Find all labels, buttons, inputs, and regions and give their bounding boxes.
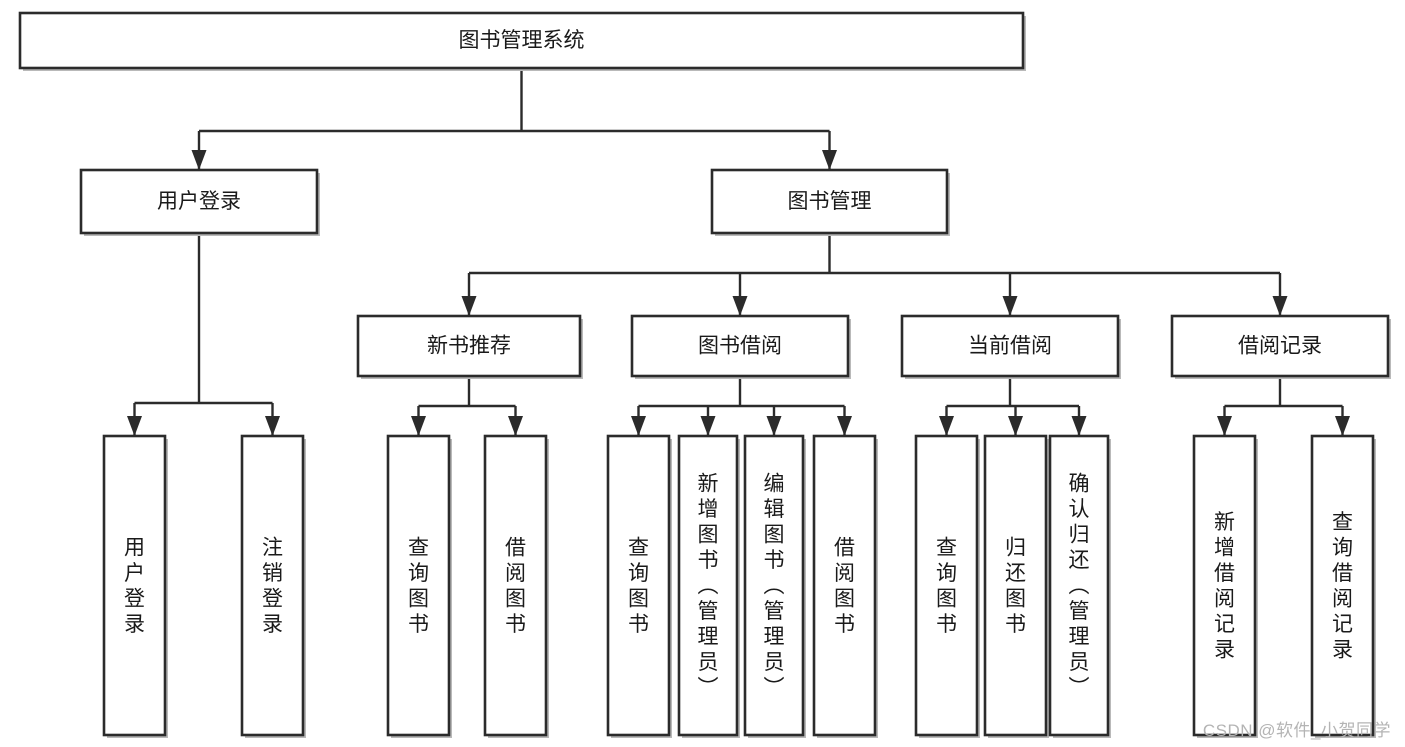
connector-userlogin-to-leaves <box>127 233 280 436</box>
node-box[interactable] <box>1170 314 1390 378</box>
arrow-head-icon <box>411 416 426 436</box>
node-label: 归还图书 <box>1005 536 1026 636</box>
connector-records-to-leaves <box>1217 376 1350 436</box>
node-leaf-confirm-return[interactable]: 确认归还︵管理员︶ <box>1048 434 1111 738</box>
arrow-head-icon <box>461 296 477 316</box>
node-label: 查询借阅记录 <box>1332 511 1353 662</box>
node-layer: 图书管理系统用户登录图书管理新书推荐图书借阅当前借阅借阅记录用户登录注销登录查询… <box>18 11 1391 738</box>
node-leaf-add-borrow-record[interactable]: 新增借阅记录 <box>1192 434 1258 738</box>
node-box[interactable] <box>356 314 582 378</box>
node-box[interactable] <box>18 11 1025 70</box>
node-box[interactable] <box>983 434 1048 737</box>
node-box[interactable] <box>79 168 319 235</box>
node-label: 借阅图书 <box>505 536 526 636</box>
node-label: 图书管理 <box>788 190 872 213</box>
node-label: 编辑图书︵管理员︶ <box>764 473 785 700</box>
node-box[interactable] <box>900 314 1120 378</box>
arrow-head-icon <box>766 416 782 436</box>
node-box[interactable] <box>914 434 979 737</box>
node-label: 查询图书 <box>628 536 649 636</box>
node-box[interactable] <box>677 434 739 737</box>
node-leaf-borrow-book[interactable]: 借阅图书 <box>812 434 878 738</box>
node-book-borrow[interactable]: 图书借阅 <box>630 314 851 379</box>
connector-current-to-leaves <box>939 376 1087 436</box>
node-label: 查询图书 <box>408 536 429 636</box>
connector-layer <box>127 68 1350 436</box>
arrow-head-icon <box>1071 416 1087 436</box>
node-label: 查询图书 <box>936 536 957 636</box>
node-box[interactable] <box>1310 434 1375 737</box>
arrow-head-icon <box>1008 416 1023 436</box>
arrow-head-icon <box>1217 416 1232 436</box>
node-label: 图书管理系统 <box>459 29 585 52</box>
node-label: 图书借阅 <box>698 335 782 358</box>
node-book-manage[interactable]: 图书管理 <box>710 168 950 236</box>
arrow-head-icon <box>1272 296 1288 316</box>
node-leaf-user-logout[interactable]: 注销登录 <box>240 434 306 738</box>
node-label: 当前借阅 <box>968 335 1052 358</box>
arrow-head-icon <box>631 416 646 436</box>
node-label: 用户登录 <box>157 190 241 213</box>
arrow-head-icon <box>837 416 852 436</box>
node-box[interactable] <box>812 434 877 737</box>
arrow-head-icon <box>508 416 523 436</box>
arrow-head-icon <box>732 296 748 316</box>
node-new-book-recommend[interactable]: 新书推荐 <box>356 314 583 379</box>
node-label: 新书推荐 <box>427 335 511 358</box>
node-box[interactable] <box>606 434 671 737</box>
arrow-head-icon <box>822 150 837 170</box>
connector-bookmanage-to-level2 <box>461 233 1288 316</box>
arrow-head-icon <box>265 416 280 436</box>
node-leaf-edit-book[interactable]: 编辑图书︵管理员︶ <box>743 434 806 738</box>
node-user-login[interactable]: 用户登录 <box>79 168 320 236</box>
node-label: 注销登录 <box>262 536 283 636</box>
node-leaf-return-book[interactable]: 归还图书 <box>983 434 1049 738</box>
node-label: 确认归还︵管理员︶ <box>1069 473 1090 700</box>
arrow-head-icon <box>939 416 954 436</box>
node-borrow-records[interactable]: 借阅记录 <box>1170 314 1391 379</box>
node-box[interactable] <box>1192 434 1257 737</box>
node-box[interactable] <box>1048 434 1110 737</box>
node-leaf-query-borrow-record[interactable]: 查询借阅记录 <box>1310 434 1376 738</box>
connector-borrow-to-leaves <box>631 376 852 436</box>
arrow-head-icon <box>191 150 207 170</box>
arrow-head-icon <box>127 416 142 436</box>
node-root[interactable]: 图书管理系统 <box>18 11 1026 71</box>
node-label: 用户登录 <box>124 536 145 636</box>
node-leaf-add-book[interactable]: 新增图书︵管理员︶ <box>677 434 740 738</box>
connector-recommend-to-leaves <box>411 376 523 436</box>
node-box[interactable] <box>743 434 805 737</box>
arrow-head-icon <box>1002 296 1018 316</box>
arrow-head-icon <box>1335 416 1350 436</box>
node-box[interactable] <box>240 434 305 737</box>
node-leaf-query-book-recommend[interactable]: 查询图书 <box>386 434 452 738</box>
node-label: 借阅图书 <box>834 536 855 636</box>
node-box[interactable] <box>386 434 451 737</box>
node-current-borrow[interactable]: 当前借阅 <box>900 314 1121 379</box>
connector-root-to-level1 <box>191 68 837 170</box>
node-box[interactable] <box>630 314 850 378</box>
node-leaf-query-book-current[interactable]: 查询图书 <box>914 434 980 738</box>
node-leaf-query-book-borrow[interactable]: 查询图书 <box>606 434 672 738</box>
node-label: 新增借阅记录 <box>1214 511 1235 662</box>
node-leaf-borrow-book-recommend[interactable]: 借阅图书 <box>483 434 549 738</box>
node-box[interactable] <box>710 168 949 235</box>
node-label: 新增图书︵管理员︶ <box>698 473 719 700</box>
node-leaf-user-login[interactable]: 用户登录 <box>102 434 168 738</box>
arrow-head-icon <box>700 416 716 436</box>
node-box[interactable] <box>102 434 167 737</box>
node-box[interactable] <box>483 434 548 737</box>
node-label: 借阅记录 <box>1238 335 1322 358</box>
